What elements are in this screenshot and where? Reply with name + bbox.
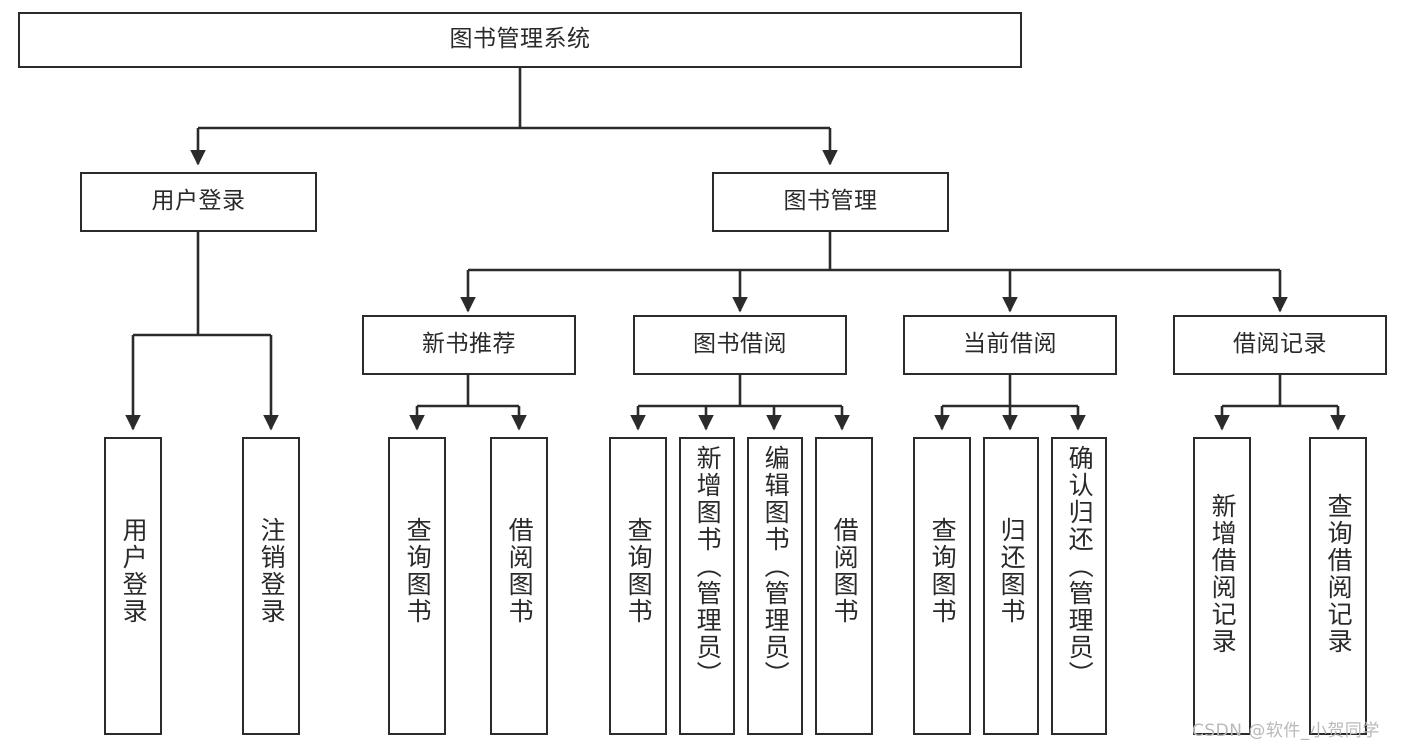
- node-current-borrow[interactable]: 当前借阅: [903, 315, 1117, 375]
- node-leaf-add-book[interactable]: 新增图书（管理员）: [679, 437, 735, 735]
- node-leaf-query-book-3-label: 查询图书: [928, 517, 958, 625]
- node-book-management[interactable]: 图书管理: [712, 172, 949, 232]
- node-leaf-user-login[interactable]: 用户登录: [104, 437, 162, 735]
- node-user-login-label: 用户登录: [151, 188, 246, 215]
- node-leaf-edit-book[interactable]: 编辑图书（管理员）: [747, 437, 803, 735]
- node-leaf-return-book[interactable]: 归还图书: [983, 437, 1039, 735]
- node-borrow-record[interactable]: 借阅记录: [1173, 315, 1387, 375]
- node-leaf-query-book-3[interactable]: 查询图书: [913, 437, 971, 735]
- node-leaf-add-book-label: 新增图书（管理员）: [693, 445, 723, 688]
- csdn-watermark: CSDN @软件_小贺同学: [1192, 721, 1380, 741]
- node-leaf-query-record-label: 查询借阅记录: [1324, 493, 1354, 655]
- node-leaf-return-book-label: 归还图书: [997, 517, 1027, 625]
- node-leaf-edit-book-label: 编辑图书（管理员）: [761, 445, 791, 688]
- node-leaf-query-book-2[interactable]: 查询图书: [609, 437, 667, 735]
- node-leaf-query-book-1-label: 查询图书: [403, 517, 433, 625]
- node-user-login[interactable]: 用户登录: [80, 172, 317, 232]
- node-leaf-confirm-return-label: 确认归还（管理员）: [1065, 445, 1095, 688]
- node-leaf-confirm-return[interactable]: 确认归还（管理员）: [1051, 437, 1107, 735]
- node-current-borrow-label: 当前借阅: [963, 331, 1057, 358]
- node-root[interactable]: 图书管理系统: [18, 12, 1022, 68]
- node-leaf-borrow-book-2[interactable]: 借阅图书: [815, 437, 873, 735]
- node-leaf-borrow-book-2-label: 借阅图书: [830, 517, 860, 625]
- node-new-book-recommend-label: 新书推荐: [422, 331, 516, 358]
- node-leaf-add-record-label: 新增借阅记录: [1208, 493, 1238, 655]
- node-leaf-query-record[interactable]: 查询借阅记录: [1309, 437, 1367, 735]
- node-leaf-add-record[interactable]: 新增借阅记录: [1193, 437, 1251, 735]
- node-leaf-query-book-2-label: 查询图书: [624, 517, 654, 625]
- node-leaf-query-book-1[interactable]: 查询图书: [388, 437, 446, 735]
- node-borrow-record-label: 借阅记录: [1233, 331, 1327, 358]
- node-book-borrow-label: 图书借阅: [693, 331, 787, 358]
- node-root-label: 图书管理系统: [449, 26, 591, 53]
- node-book-borrow[interactable]: 图书借阅: [633, 315, 847, 375]
- node-leaf-borrow-book-1[interactable]: 借阅图书: [490, 437, 548, 735]
- node-leaf-logout-login[interactable]: 注销登录: [242, 437, 300, 735]
- node-leaf-logout-login-label: 注销登录: [257, 517, 287, 625]
- node-book-management-label: 图书管理: [783, 188, 878, 215]
- node-new-book-recommend[interactable]: 新书推荐: [362, 315, 576, 375]
- node-leaf-user-login-label: 用户登录: [119, 517, 149, 625]
- node-leaf-borrow-book-1-label: 借阅图书: [505, 517, 535, 625]
